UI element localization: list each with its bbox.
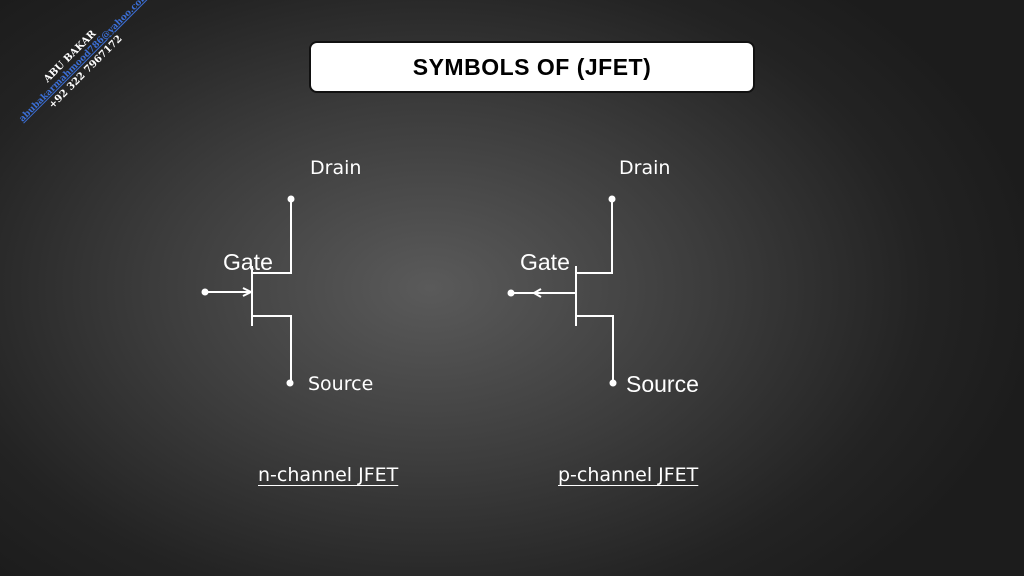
n-gate-arrow-icon <box>242 287 254 297</box>
p-source-terminal <box>609 379 617 387</box>
p-source-label: Source <box>626 371 699 397</box>
slide-title: SYMBOLS OF (JFET) <box>412 53 652 80</box>
n-source-label: Source <box>308 373 374 395</box>
n-source-terminal <box>286 379 294 387</box>
p-drain-terminal <box>608 195 616 203</box>
n-drain-label: Drain <box>310 157 362 179</box>
p-drain-lead <box>576 199 613 274</box>
title-box: SYMBOLS OF (JFET) <box>309 41 755 93</box>
p-gate-label: Gate <box>520 249 570 275</box>
p-channel-caption: p-channel JFET <box>558 464 699 486</box>
p-source-lead <box>576 315 614 383</box>
n-drain-terminal <box>287 195 295 203</box>
n-gate-label: Gate <box>223 249 273 275</box>
n-gate-terminal <box>201 288 209 296</box>
n-channel-symbol <box>205 199 292 383</box>
p-gate-terminal <box>507 289 515 297</box>
n-source-lead <box>252 315 292 383</box>
n-drain-lead <box>252 199 292 274</box>
p-channel-symbol <box>512 199 614 383</box>
p-gate-arrow-icon <box>531 288 542 298</box>
n-channel-caption: n-channel JFET <box>258 464 399 486</box>
p-drain-label: Drain <box>619 157 671 179</box>
